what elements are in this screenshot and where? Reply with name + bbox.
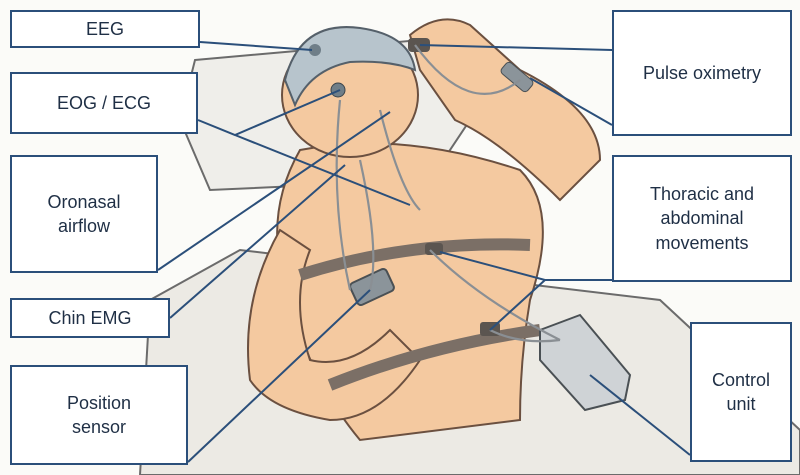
label-control-unit: Control unit [690,322,792,462]
label-pulse-oximetry: Pulse oximetry [612,10,792,136]
label-eog-ecg: EOG / ECG [10,72,198,134]
label-chin-emg: Chin EMG [10,298,170,338]
label-oronasal-airflow: Oronasal airflow [10,155,158,273]
label-thoracic-abdominal: Thoracic and abdominal movements [612,155,792,282]
label-eeg: EEG [10,10,200,48]
label-position-sensor: Position sensor [10,365,188,465]
leader-eeg [200,42,312,50]
